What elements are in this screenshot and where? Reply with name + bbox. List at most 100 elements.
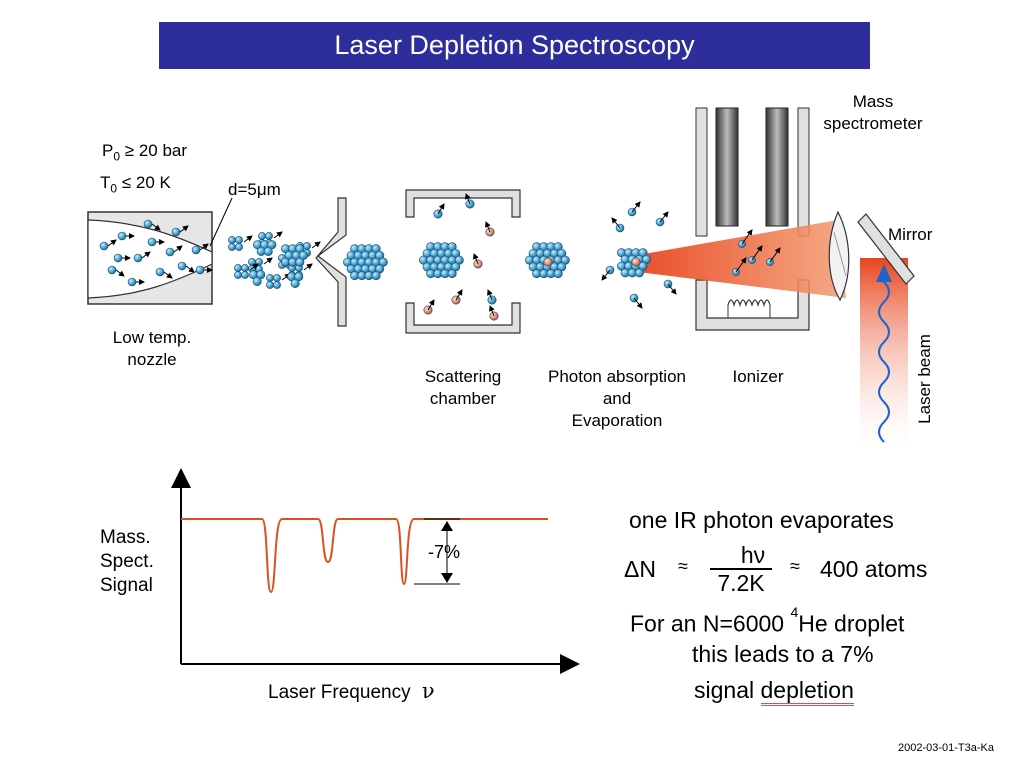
skimmer xyxy=(315,197,347,327)
helium-atom xyxy=(133,253,143,263)
motion-arrow xyxy=(311,241,321,249)
motion-arrow xyxy=(667,283,677,295)
motion-arrow xyxy=(199,243,209,251)
helium-atom xyxy=(235,243,243,251)
motion-arrow xyxy=(741,229,753,245)
motion-arrow xyxy=(243,235,253,243)
helium-atom xyxy=(99,241,109,251)
helium-atom xyxy=(241,264,249,272)
helium-atom xyxy=(147,237,157,247)
depth-label: -7% xyxy=(428,542,461,562)
motion-arrow xyxy=(427,299,435,311)
motion-arrow xyxy=(489,305,495,317)
motion-arrow xyxy=(107,239,117,247)
helium-atom xyxy=(127,277,137,287)
motion-arrow xyxy=(455,289,463,301)
text-droplet-size: For an N=6000 4He droplet xyxy=(630,604,905,637)
evaporated-atom xyxy=(631,257,641,267)
laser-beam xyxy=(638,220,908,448)
helium-atom xyxy=(273,281,281,289)
plot-y-label: Mass.Spect.Signal xyxy=(100,527,154,596)
motion-arrow xyxy=(473,253,479,265)
motion-arrow xyxy=(249,263,259,271)
helium-atom xyxy=(191,245,201,255)
ionizer-label: Ionizer xyxy=(732,367,784,386)
page-title: Laser Depletion Spectroscopy xyxy=(159,22,870,69)
mirror xyxy=(857,213,915,285)
motion-arrow xyxy=(735,257,747,273)
helium-atom xyxy=(295,257,305,267)
helium-atom xyxy=(258,232,266,240)
helium-atom xyxy=(195,265,205,275)
text-leads-to: this leads to a 7% xyxy=(692,641,874,667)
clusters xyxy=(249,240,652,288)
helium-atom xyxy=(447,269,457,279)
helium-atom xyxy=(634,268,644,278)
mass-spectrometer xyxy=(695,107,810,331)
motion-arrow xyxy=(751,245,763,261)
evaporated-atom xyxy=(543,257,553,267)
helium-atom xyxy=(248,258,256,266)
motion-arrow xyxy=(601,269,611,281)
helium-atom xyxy=(290,278,300,288)
helium-atom xyxy=(266,274,274,282)
motion-arrow xyxy=(173,245,183,253)
helium-atom xyxy=(117,231,127,241)
motion-arrow xyxy=(141,251,151,259)
helium-atom xyxy=(228,243,236,251)
motion-arrow xyxy=(185,265,195,273)
scattering-chamber xyxy=(405,189,521,334)
motion-arrow xyxy=(437,203,445,215)
nozzle-label: Low temp.nozzle xyxy=(112,328,192,369)
motion-arrow xyxy=(611,217,621,229)
helium-atom xyxy=(371,271,381,281)
motion-arrow xyxy=(769,247,781,263)
plot-x-label: Laser Frequency ν xyxy=(268,679,435,703)
footer-id: 2002-03-01-T3a-Ka xyxy=(897,742,994,754)
nozzle xyxy=(87,211,213,305)
motion-arrow xyxy=(465,193,471,205)
helium-atom xyxy=(165,247,175,257)
helium-atom xyxy=(266,281,274,289)
motion-arrow xyxy=(633,297,643,309)
helium-atom xyxy=(235,236,243,244)
motion-arrow xyxy=(487,289,493,301)
temperature-condition: T0 ≤ 20 K xyxy=(100,173,171,196)
evaporation-equation: ΔN ≈ hν 7.2K ≈ 400 atoms xyxy=(624,542,928,596)
helium-atom xyxy=(553,269,563,279)
motion-arrow xyxy=(485,221,491,233)
helium-atom xyxy=(241,271,249,279)
text-photon-evaporates: one IR photon evaporates xyxy=(629,507,894,533)
laser-beam-label: Laser beam xyxy=(915,334,934,424)
helium-atom xyxy=(113,253,123,263)
helium-atom xyxy=(234,264,242,272)
helium-atom xyxy=(143,219,153,229)
helium-atom xyxy=(303,242,311,250)
motion-arrow xyxy=(631,201,641,213)
motion-arrow xyxy=(115,269,125,277)
motion-arrow xyxy=(659,211,669,223)
helium-atom xyxy=(171,227,181,237)
motion-arrow xyxy=(263,257,273,265)
lens xyxy=(828,210,850,302)
diameter-label: d=5μm xyxy=(228,180,281,199)
helium-atom xyxy=(177,261,187,271)
text-signal-depletion: signal depletion xyxy=(694,676,854,706)
helium-atom xyxy=(228,236,236,244)
helium-atom xyxy=(234,271,242,279)
mirror-label: Mirror xyxy=(888,225,933,244)
motion-arrow xyxy=(163,271,173,279)
helium-atom xyxy=(263,246,273,256)
motion-arrow xyxy=(179,225,189,233)
helium-atom xyxy=(273,274,281,282)
helium-atom xyxy=(155,267,165,277)
motion-arrow xyxy=(273,231,283,239)
helium-atom xyxy=(265,232,273,240)
motion-arrow xyxy=(303,263,313,271)
helium-atom xyxy=(107,265,117,275)
pressure-condition: P0 ≥ 20 bar xyxy=(102,141,188,164)
